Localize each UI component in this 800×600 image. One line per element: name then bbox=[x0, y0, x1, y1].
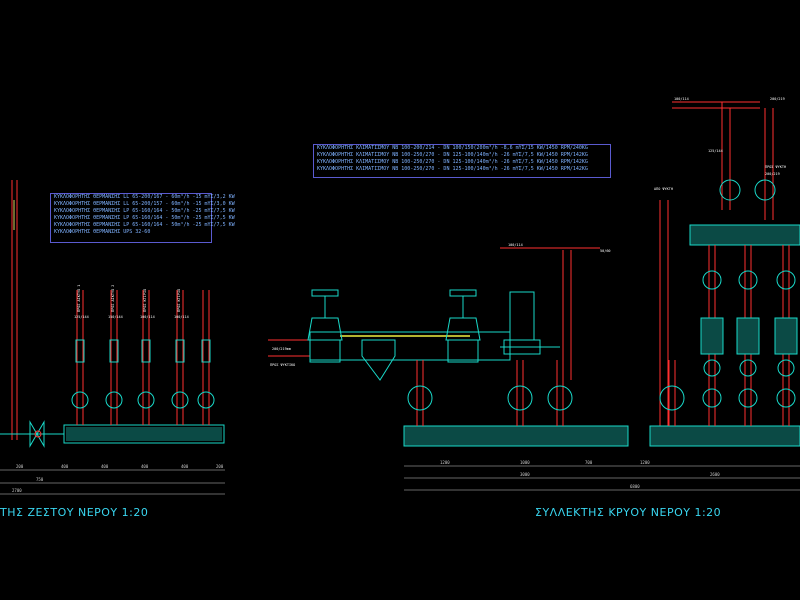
valve-wheel bbox=[507, 385, 533, 411]
pipe-label: ΠΡΟΣ ΚΤΙΡΙΟ bbox=[177, 289, 181, 312]
valve-wheel bbox=[738, 388, 758, 408]
dimension-label: 1200 bbox=[640, 460, 650, 465]
y-strainer bbox=[361, 339, 396, 381]
hot-caption: ΤΗΣ ΖΕΣΤΟΥ ΝΕΡΟΥ 1:20 bbox=[0, 506, 149, 519]
pump-motor bbox=[774, 317, 798, 355]
dimension-label: 1200 bbox=[440, 460, 450, 465]
valve-wheel bbox=[547, 385, 573, 411]
dimension-label-total: 750 bbox=[36, 477, 44, 482]
hot-header-fill bbox=[66, 427, 222, 441]
spec-line: ΚΥΚΛΟΦΟΡΗΤΗΣ ΚΛΙΜΑΤΙΣΜΟΥ NB 100-250/270 … bbox=[317, 159, 588, 165]
spec-line: ΚΥΚΛΟΦΟΡΗΤΗΣ ΚΛΙΜΑΤΙΣΜΟΥ NB 100-250/270 … bbox=[317, 166, 588, 172]
pipe-label: 150/144 bbox=[108, 315, 123, 319]
pump-circle bbox=[197, 391, 215, 409]
spec-line: ΚΥΚΛΟΦΟΡΗΤΗΣ ΘΕΡΜΑΝΣΗΣ LL 65-200/157 - 6… bbox=[54, 201, 235, 207]
valve-body bbox=[201, 339, 211, 363]
spec-line: ΚΥΚΛΟΦΟΡΗΤΗΣ ΘΕΡΜΑΝΣΗΣ LP 65-160/164 - 5… bbox=[54, 208, 235, 214]
pipe-label: ΠΡΟΣ ΔΙΚΤΥΟ 1 bbox=[77, 285, 81, 312]
dimension-label: 2600 bbox=[710, 472, 720, 477]
dimension-label: 3000 bbox=[520, 472, 530, 477]
hot-collector-group: 200 400 400 400 400 200 750 2700 bbox=[0, 180, 225, 495]
valve-wheel bbox=[659, 385, 685, 411]
valve-wheel bbox=[702, 270, 722, 290]
dimension-label: 400 bbox=[61, 464, 69, 469]
pump-circle bbox=[171, 391, 189, 409]
pipe-label: ΠΡΟΣ ΚΤΙΡΙΟ bbox=[143, 289, 147, 312]
cold-branch-pipes bbox=[407, 247, 685, 426]
cold-lower-header bbox=[403, 425, 629, 447]
dimension-label: 400 bbox=[101, 464, 109, 469]
pipe-label: 200/219 bbox=[765, 172, 780, 176]
pipe-label: 100/114 bbox=[508, 243, 523, 247]
pipe-label: ΑΠΟ ΨΥΚΤΗ bbox=[654, 187, 673, 191]
hot-valve-core bbox=[34, 430, 42, 438]
hot-branch-pipes bbox=[71, 290, 215, 425]
valve-wheel bbox=[776, 270, 796, 290]
cold-caption: ΣΥΛΛΕΚΤΗΣ ΚΡΥΟΥ ΝΕΡΟΥ 1:20 bbox=[535, 506, 722, 519]
valve-wheel bbox=[738, 270, 758, 290]
spec-line: ΚΥΚΛΟΦΟΡΗΤΗΣ ΘΕΡΜΑΝΣΗΣ LP 65-160/164 - 5… bbox=[54, 215, 235, 221]
valve-body bbox=[109, 339, 119, 363]
dimension-label: 700 bbox=[585, 460, 593, 465]
pipe-label: ΠΡΟΣ ΨΥΚΤΗ bbox=[765, 165, 786, 169]
cold-pump-units bbox=[700, 179, 798, 426]
pump-circle bbox=[137, 391, 155, 409]
hot-dimension-labels: 200 400 400 400 400 200 750 2700 bbox=[12, 464, 224, 493]
valve-wheel bbox=[702, 388, 722, 408]
pipe-label: 100/114 bbox=[174, 315, 189, 319]
pipe-label: 200/219 bbox=[770, 97, 785, 101]
dimension-label: 1000 bbox=[520, 460, 530, 465]
pipe-label: ΠΡΟΣ ΨΥΚΤΙΚΟ bbox=[270, 363, 295, 367]
cold-lower-header-right bbox=[649, 425, 800, 447]
valve-body bbox=[75, 339, 85, 363]
spec-line: ΚΥΚΛΟΦΟΡΗΤΗΣ ΚΛΙΜΑΤΙΣΜΟΥ NB 100-250/270 … bbox=[317, 152, 588, 158]
cold-upper-header bbox=[689, 224, 800, 246]
pipe-label: 50/60 bbox=[600, 249, 611, 253]
pipe-label: 125/144 bbox=[708, 149, 723, 153]
valve-wheel bbox=[776, 388, 796, 408]
pipe-label: 100/114 bbox=[674, 97, 689, 101]
pump-impeller bbox=[777, 359, 795, 377]
pump-motor bbox=[736, 317, 760, 355]
dimension-label-total: 6800 bbox=[630, 484, 640, 489]
spec-line: ΚΥΚΛΟΦΟΡΗΤΗΣ ΘΕΡΜΑΝΣΗΣ LP 65-160/164 - 5… bbox=[54, 222, 235, 228]
cold-collector-group: 1200 1000 700 1200 3000 2600 6800 bbox=[268, 101, 800, 491]
dimension-label-small: 2700 bbox=[12, 488, 22, 493]
dimension-label: 400 bbox=[181, 464, 189, 469]
pipe-label: 200/219mm bbox=[272, 347, 291, 351]
pipe-label: 125/144 bbox=[74, 315, 89, 319]
valve-wheel bbox=[754, 179, 776, 201]
cold-gate-valve bbox=[445, 289, 481, 363]
pump-motor bbox=[700, 317, 724, 355]
cold-dimension-labels: 1200 1000 700 1200 3000 2600 6800 bbox=[440, 460, 720, 489]
dimension-label: 200 bbox=[216, 464, 224, 469]
spec-line: ΚΥΚΛΟΦΟΡΗΤΗΣ ΚΛΙΜΑΤΙΣΜΟΥ NB 100-200/214 … bbox=[317, 145, 588, 151]
hot-spec-box: ΚΥΚΛΟΦΟΡΗΤΗΣ ΘΕΡΜΑΝΣΗΣ LL 65-200/167 - 6… bbox=[50, 193, 235, 243]
valve-body bbox=[141, 339, 151, 363]
spec-line: ΚΥΚΛΟΦΟΡΗΤΗΣ ΘΕΡΜΑΝΣΗΣ LL 65-200/167 - 6… bbox=[54, 194, 235, 200]
valve-body bbox=[175, 339, 185, 363]
hot-gate-valve bbox=[29, 420, 45, 448]
inline-pump bbox=[500, 291, 560, 355]
cold-spec-box: ΚΥΚΛΟΦΟΡΗΤΗΣ ΚΛΙΜΑΤΙΣΜΟΥ NB 100-200/214 … bbox=[313, 144, 611, 178]
pump-impeller bbox=[739, 359, 757, 377]
valve-wheel bbox=[407, 385, 433, 411]
pipe-label: ΠΡΟΣ ΔΙΚΤΥΟ 2 bbox=[111, 285, 115, 312]
valve-wheel bbox=[719, 179, 741, 201]
spec-line: ΚΥΚΛΟΦΟΡΗΤΗΣ ΘΕΡΜΑΝΣΗΣ UPS 32-60 bbox=[54, 229, 151, 235]
pipe-labels: ΠΡΟΣ ΔΙΚΤΥΟ 1 ΠΡΟΣ ΔΙΚΤΥΟ 2 ΠΡΟΣ ΚΤΙΡΙΟ ΠΡΟ… bbox=[74, 97, 786, 367]
pump-impeller bbox=[703, 359, 721, 377]
pump-circle bbox=[105, 391, 123, 409]
cold-gate-valve bbox=[307, 289, 343, 363]
pump-circle bbox=[71, 391, 89, 409]
dimension-label: 400 bbox=[141, 464, 149, 469]
pipe-label: 100/114 bbox=[140, 315, 155, 319]
dimension-label: 200 bbox=[16, 464, 24, 469]
